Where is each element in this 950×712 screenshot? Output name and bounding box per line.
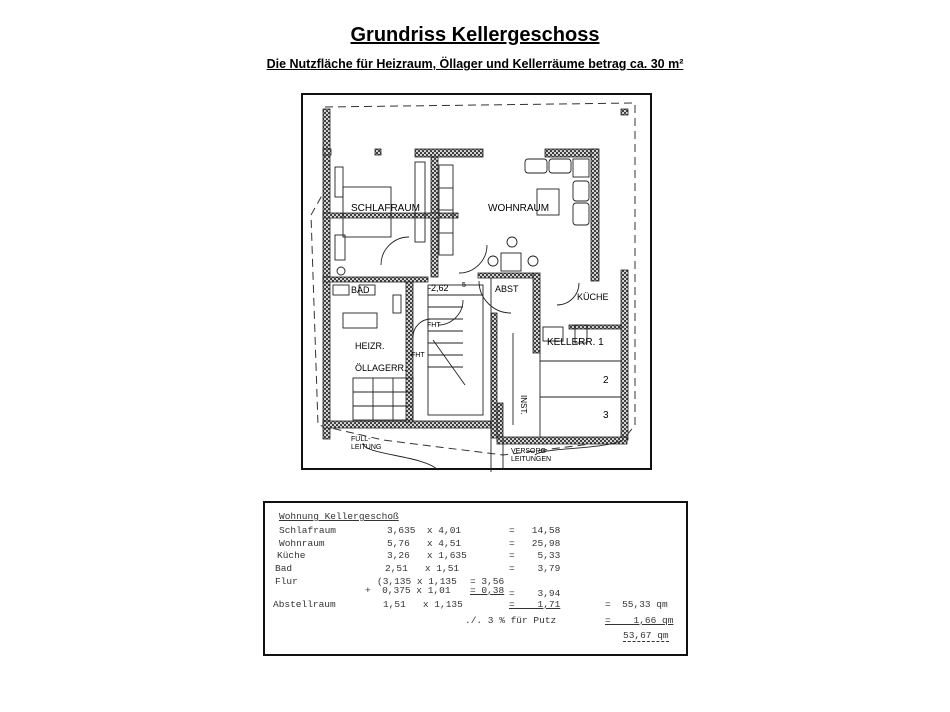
- room-label-oellagerr: ÖLLAGERR.: [355, 363, 407, 373]
- row-room: Abstellraum: [273, 599, 336, 610]
- room-label-inst: INST.: [519, 395, 528, 415]
- row-sub: = 0,38: [470, 585, 505, 596]
- subtotal: = 55,33 qm: [605, 599, 668, 610]
- row-calc: 2,51 x 1,51: [385, 563, 460, 574]
- deduction-label: ./. 3 % für Putz: [465, 615, 557, 626]
- row-calc: 5,76 x 4,51: [387, 538, 462, 549]
- row-result: = 3,94: [509, 588, 561, 599]
- row-calc: 1,51 x 1,135: [383, 599, 463, 610]
- floorplan-drawing: SCHLAFRAUM WOHNRAUM BAD -2,62 5 ABST KÜC…: [310, 102, 636, 472]
- page-subtitle: Die Nutzfläche für Heizraum, Öllager und…: [266, 57, 684, 71]
- row-result: = 5,33: [509, 550, 561, 561]
- room-label-kellerr-2: 2: [603, 375, 609, 386]
- room-label-heizr: HEIZR.: [355, 341, 385, 351]
- row-result: = 14,58: [509, 525, 561, 536]
- room-label-kueche: KÜCHE: [577, 292, 609, 302]
- room-label-wohnraum: WOHNRAUM: [488, 203, 549, 214]
- row-result: = 25,98: [509, 538, 561, 549]
- row-calc: 3,26 x 1,635: [387, 550, 467, 561]
- level-marker: -2,62: [428, 283, 449, 293]
- fuell-leitung-label-1: FÜLL-: [351, 435, 371, 443]
- fuell-leitung-label-2: LEITUNG: [351, 444, 381, 451]
- page-title: Grundriss Kellergeschoss: [350, 24, 600, 46]
- row-calc: + 0,375 x 1,01: [365, 585, 451, 596]
- fht-label-2: FHT: [411, 352, 425, 359]
- room-label-abst: ABST: [495, 284, 519, 294]
- row-calc: (3,135 x 1,135: [377, 576, 457, 587]
- fht-label-1: FHT: [427, 322, 441, 329]
- room-label-schlafraum: SCHLAFRAUM: [351, 203, 420, 214]
- row-room: Wohnraum: [279, 538, 325, 549]
- area-calculation-table: Wohnung Kellergeschoß Schlafraum 3,635 x…: [263, 501, 688, 656]
- row-room: Flur: [275, 576, 298, 587]
- row-calc: 3,635 x 4,01: [387, 525, 462, 536]
- versorg-leitungen-label-1: VERSORG-: [511, 448, 549, 455]
- row-room: Schlafraum: [279, 525, 337, 536]
- row-result: = 3,79: [509, 563, 561, 574]
- row-room: Bad: [275, 563, 293, 574]
- room-label-kellerr-3: 3: [603, 410, 609, 421]
- row-sub: = 3,56: [470, 576, 505, 587]
- versorg-leitungen-label-2: LEITUNGEN: [511, 456, 551, 463]
- level-marker-sup: 5: [462, 282, 466, 289]
- total: 53,67 qm: [623, 630, 669, 642]
- deduction-value: = 1,66 qm: [605, 615, 674, 626]
- table-heading: Wohnung Kellergeschoß: [279, 511, 399, 522]
- row-room: Küche: [277, 550, 306, 561]
- room-label-bad: BAD: [351, 285, 370, 295]
- row-result: = 1,71: [509, 599, 561, 610]
- room-label-kellerr-1: KELLERR. 1: [547, 337, 604, 348]
- floorplan: SCHLAFRAUM WOHNRAUM BAD -2,62 5 ABST KÜC…: [301, 93, 652, 472]
